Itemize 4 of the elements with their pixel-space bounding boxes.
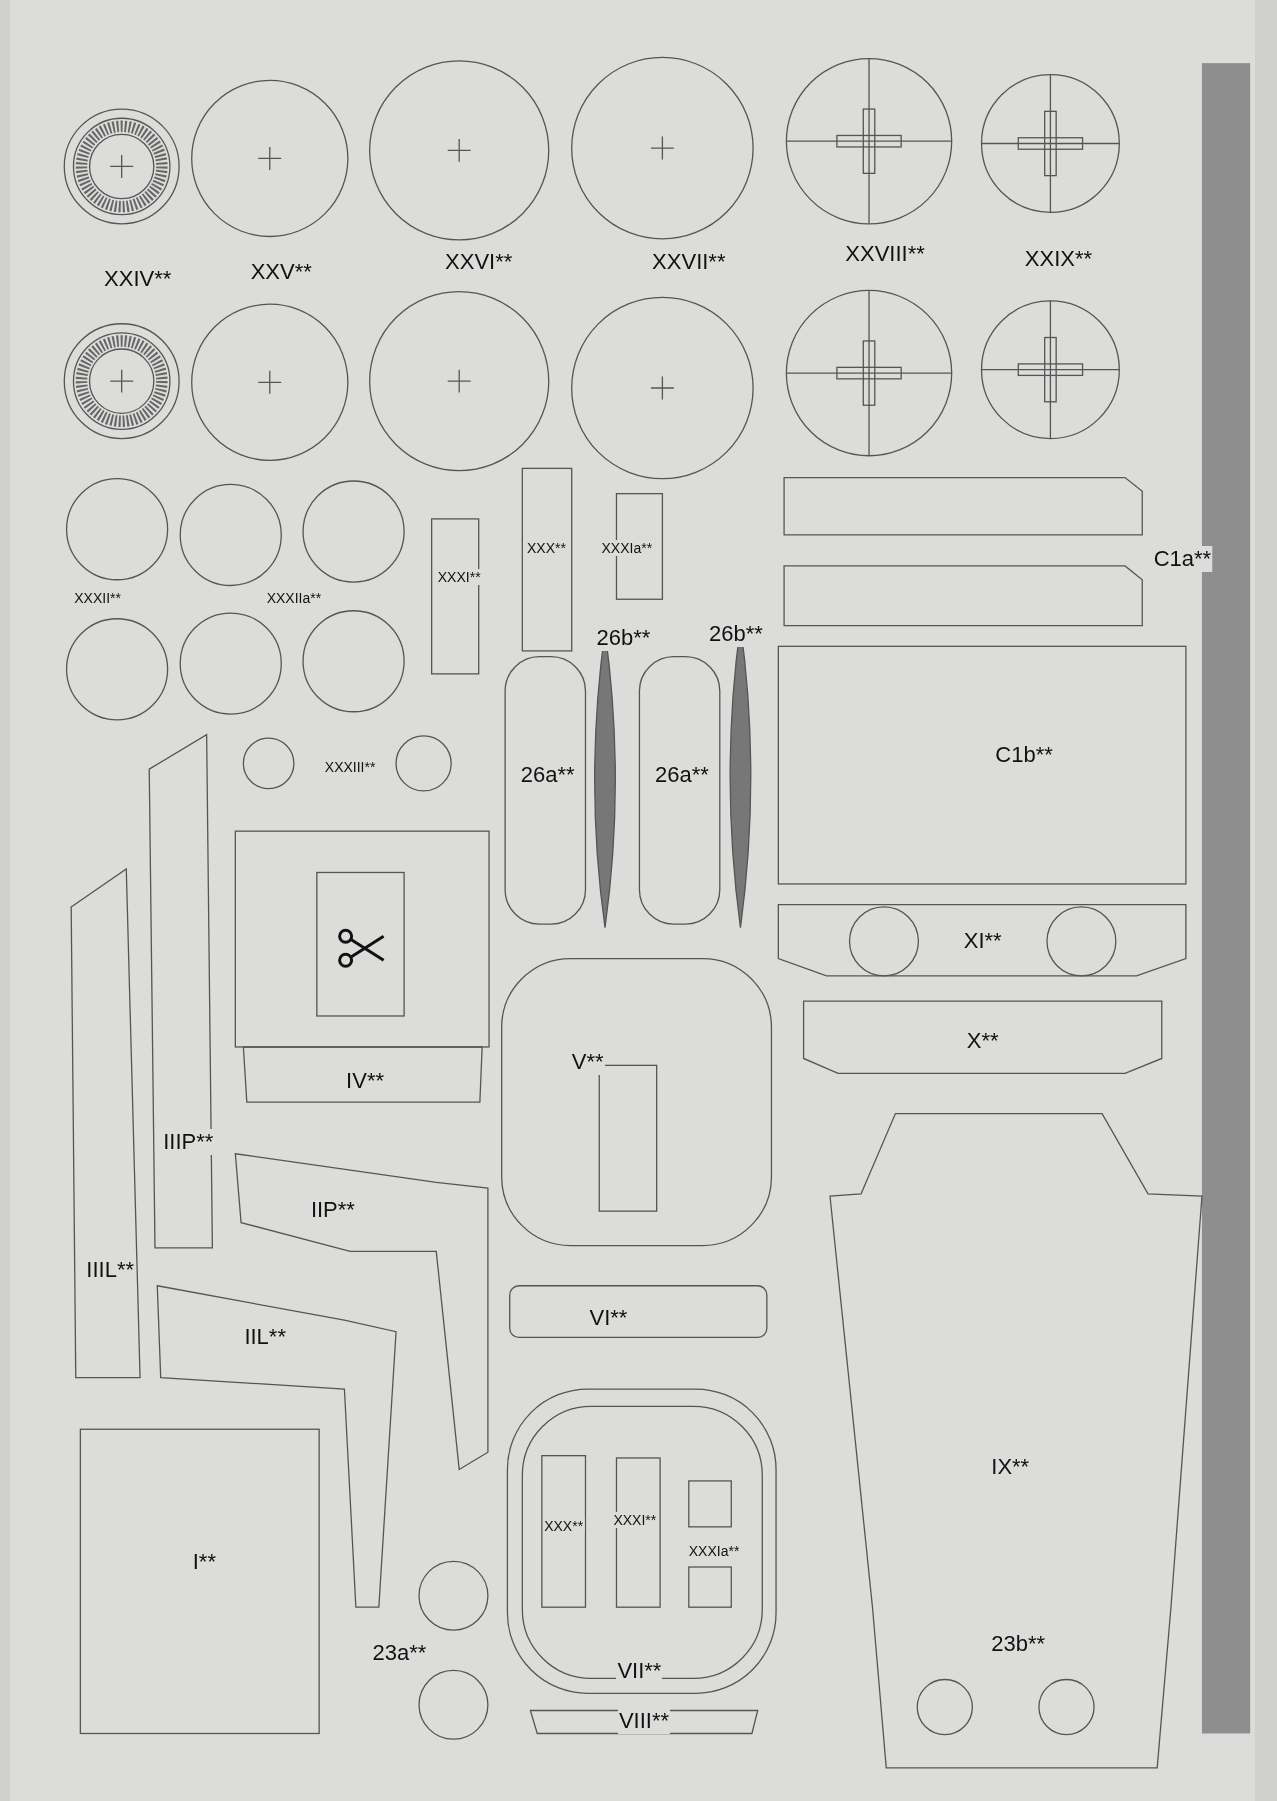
part-label: C1a** [1152,546,1213,573]
part-label: VIII** [617,1707,671,1734]
part-label: IIIP** [162,1129,215,1156]
part-label: XXXI** [436,569,482,586]
